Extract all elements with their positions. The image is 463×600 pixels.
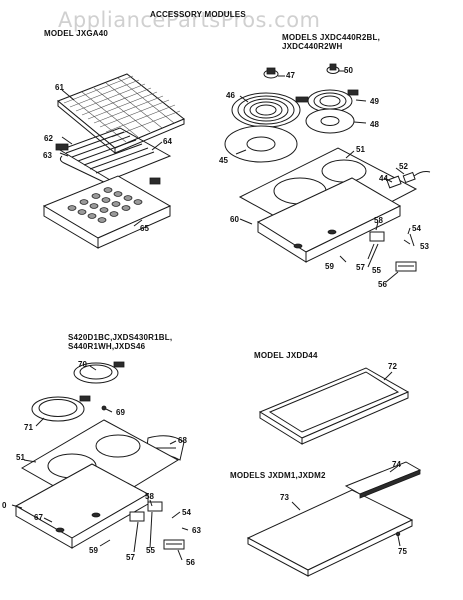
- terminal-block-and-wiring: [369, 171, 431, 272]
- callout-64: 64: [163, 137, 172, 146]
- callout-44: 44: [379, 174, 388, 183]
- model-label-top-left: MODEL JXGA40: [44, 29, 109, 38]
- callout-73: 73: [280, 493, 289, 502]
- griddle-plate: [258, 367, 410, 445]
- callout-58-bottom: 58: [145, 492, 154, 501]
- callout-63-bottom: 63: [192, 526, 201, 535]
- controls-bottom-left: [129, 501, 185, 550]
- control-knobs-top: [263, 63, 340, 79]
- callout-57-top: 57: [356, 263, 365, 272]
- callout-75: 75: [398, 547, 407, 556]
- callout-71: 71: [24, 423, 33, 432]
- grill-grate: [57, 73, 185, 155]
- callout-74: 74: [392, 460, 401, 469]
- callout-58-top: 58: [374, 216, 383, 225]
- drip-pans: [224, 108, 355, 163]
- model-label-mid-left-2: S440R1WH,JXDS46: [68, 342, 146, 351]
- callout-69: 69: [116, 408, 125, 417]
- callout-59-top: 59: [325, 262, 334, 271]
- callout-51-top: 51: [356, 145, 365, 154]
- model-label-top-right-1: MODELS JXDC440R2BL,: [282, 33, 381, 42]
- callout-49: 49: [370, 97, 379, 106]
- callout-50: 50: [344, 66, 353, 75]
- callout-48: 48: [370, 120, 379, 129]
- callout-53: 53: [420, 242, 429, 251]
- model-label-top-right-2: JXDC440R2WH: [282, 42, 343, 51]
- callout-60-bottom: 0: [2, 501, 7, 510]
- callout-57-bottom: 57: [126, 553, 135, 562]
- callout-46: 46: [226, 91, 235, 100]
- callout-52: 52: [399, 162, 408, 171]
- callout-68: 68: [178, 436, 187, 445]
- cooktop-module-top-right: [238, 147, 418, 263]
- callout-45: 45: [219, 156, 228, 165]
- solid-disk-elements: [31, 361, 125, 422]
- callout-55-top: 55: [372, 266, 381, 275]
- module-cover: [246, 489, 414, 577]
- model-label-mid-left-1: S420D1BC,JXDS430R1BL,: [68, 333, 173, 342]
- callout-54-bottom: 54: [182, 508, 191, 517]
- callout-65: 65: [140, 224, 149, 233]
- callout-72: 72: [388, 362, 397, 371]
- callout-63: 63: [43, 151, 52, 160]
- callout-56-top: 56: [378, 280, 387, 289]
- callout-55-bottom: 55: [146, 546, 155, 555]
- model-label-mid-right: MODEL JXDD44: [254, 351, 318, 360]
- callout-59-bottom: 59: [89, 546, 98, 555]
- grill-pan-with-rocks: [42, 175, 172, 249]
- callout-56-bottom: 56: [186, 558, 195, 567]
- model-label-bottom-right: MODELS JXDM1,JXDM2: [230, 471, 326, 480]
- callout-70: 70: [78, 360, 87, 369]
- callout-67: 67: [34, 513, 43, 522]
- callout-54-top: 54: [412, 224, 421, 233]
- diagram-title: ACCESSORY MODULES: [150, 10, 246, 19]
- callout-47: 47: [286, 71, 295, 80]
- callout-51-bottom: 51: [16, 453, 25, 462]
- callout-61: 61: [55, 83, 64, 92]
- callout-60-top: 60: [230, 215, 239, 224]
- callout-62: 62: [44, 134, 53, 143]
- cover-hinge-bracket: [344, 461, 422, 499]
